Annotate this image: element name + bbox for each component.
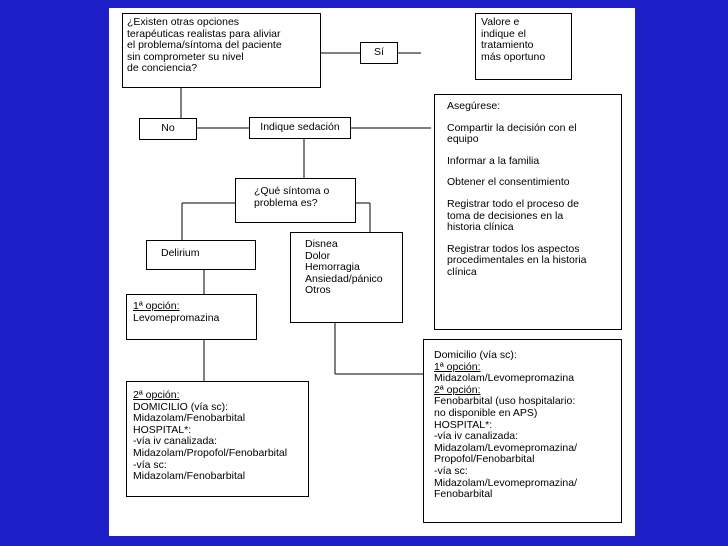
asegurese-box: Asegúrese: Compartir la decisión con el … <box>434 94 622 330</box>
indique-sedacion-node: Indique sedación <box>249 117 351 139</box>
asegurese-item-familia: Informar a la familia <box>447 154 540 167</box>
domicilio-first-option-drug: Midazolam/Levomepromazina <box>434 372 575 385</box>
domicilio-second-option-body: Fenobarbital (uso hospitalario: no dispo… <box>434 395 577 501</box>
asegurese-title: Asegúrese: <box>447 100 501 112</box>
first-option-heading: 1ª opción: <box>133 300 180 312</box>
question-symptom: ¿Qué síntoma o problema es? <box>235 178 356 223</box>
first-option-drug: Levomepromazina <box>133 311 220 324</box>
domicilio-first-option-heading: 1ª opción: <box>434 360 481 373</box>
second-option-body: DOMICILIO (vía sc): Midazolam/Fenobarbit… <box>133 400 288 483</box>
second-option-heading: 2ª opción: <box>133 389 180 401</box>
symptoms-list-box: Disnea Dolor Hemorragia Ansiedad/pánico … <box>290 232 403 323</box>
no-label: No <box>161 122 175 134</box>
indique-sedacion-label: Indique sedación <box>260 121 340 133</box>
valore-text: Valore e indique el tratamiento más opor… <box>481 16 546 63</box>
question-therapeutic-options: ¿Existen otras opciones terapéuticas rea… <box>122 13 321 88</box>
valore-node: Valore e indique el tratamiento más opor… <box>475 13 572 80</box>
domicilio-second-option-heading: 2ª opción: <box>434 383 481 396</box>
delirium-second-option: 2ª opción: DOMICILIO (vía sc): Midazolam… <box>126 381 309 497</box>
no-node: No <box>139 118 197 140</box>
delirium-first-option: 1ª opción: Levomepromazina <box>126 294 257 340</box>
asegurese-item-registrar-proceso: Registrar todo el proceso de toma de dec… <box>447 197 579 234</box>
asegurese-item-equipo: Compartir la decisión con el equipo <box>447 121 577 146</box>
flowchart-sheet: ¿Existen otras opciones terapéuticas rea… <box>109 8 635 536</box>
symptoms-list-text: Disnea Dolor Hemorragia Ansiedad/pánico … <box>305 238 383 297</box>
delirium-label: Delirium <box>161 247 200 259</box>
domicilio-options-box: Domicilio (vía sc): 1ª opción: Midazolam… <box>423 339 622 523</box>
si-node: Sí <box>360 42 398 64</box>
domicilio-line-1: Domicilio (vía sc): <box>434 349 517 361</box>
asegurese-item-consentimiento: Obtener el consentimiento <box>447 176 570 189</box>
question-symptom-text: ¿Qué síntoma o problema es? <box>254 185 330 209</box>
delirium-node: Delirium <box>146 240 256 270</box>
si-label: Sí <box>374 46 384 58</box>
question-therapeutic-options-text: ¿Existen otras opciones terapéuticas rea… <box>127 16 282 75</box>
asegurese-item-registrar-aspectos: Registrar todos los aspectos procediment… <box>447 242 587 278</box>
